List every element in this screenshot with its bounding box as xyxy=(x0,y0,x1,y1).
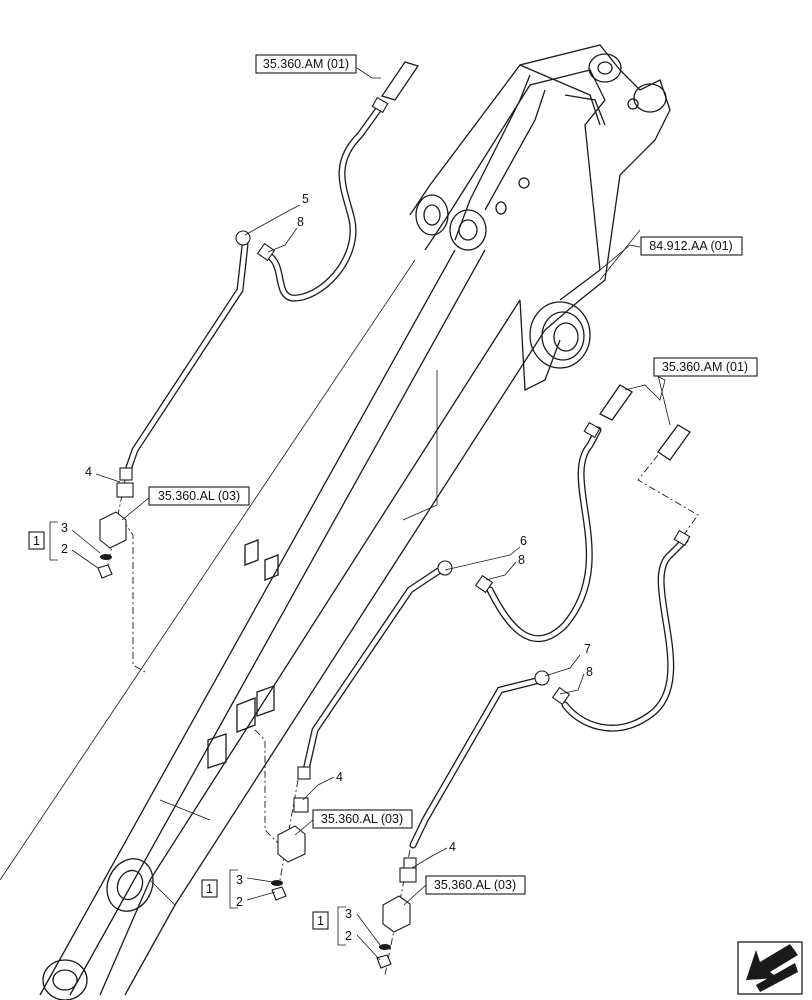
svg-text:1: 1 xyxy=(206,882,213,896)
callout-4: 4 xyxy=(449,840,456,854)
callout-4: 4 xyxy=(85,465,92,479)
svg-text:1: 1 xyxy=(317,914,324,928)
boom-structure xyxy=(0,44,671,1000)
callout-7: 7 xyxy=(584,642,591,656)
callout-3: 3 xyxy=(236,873,243,887)
ref-am-right-label: 35.360.AM (01) xyxy=(662,360,748,374)
ref-al-left-label: 35.360.AL (03) xyxy=(158,489,240,503)
fittings xyxy=(97,61,691,969)
ref-al-right[interactable]: 35.360.AL (03) xyxy=(425,875,526,895)
ref-al-mid-label: 35.360.AL (03) xyxy=(321,812,403,826)
callout-3: 3 xyxy=(61,521,68,535)
ref-am-right[interactable]: 35.360.AM (01) xyxy=(653,357,758,377)
ref-al-right-label: 35.360.AL (03) xyxy=(434,878,516,892)
callout-8: 8 xyxy=(297,215,304,229)
arrow-navigation-icon[interactable] xyxy=(737,941,803,995)
callout-3: 3 xyxy=(345,907,352,921)
svg-text:1: 1 xyxy=(33,534,40,548)
callout-2: 2 xyxy=(345,929,352,943)
callout-1-box: 1 xyxy=(201,879,218,898)
callout-8: 8 xyxy=(518,553,525,567)
ref-am-top-label: 35.360.AM (01) xyxy=(263,57,349,71)
ref-aa-label: 84.912.AA (01) xyxy=(649,239,732,253)
callouts: 5 8 4 3 2 6 8 7 8 4 3 2 4 3 2 xyxy=(61,192,593,943)
callout-5: 5 xyxy=(302,192,309,206)
callout-1-box: 1 xyxy=(28,531,45,550)
callout-1-box: 1 xyxy=(312,911,329,930)
callout-2: 2 xyxy=(61,542,68,556)
hoses xyxy=(124,106,689,849)
callout-6: 6 xyxy=(520,534,527,548)
callout-2: 2 xyxy=(236,895,243,909)
ref-al-mid[interactable]: 35.360.AL (03) xyxy=(312,809,413,829)
ref-aa[interactable]: 84.912.AA (01) xyxy=(640,236,743,256)
callout-4: 4 xyxy=(336,770,343,784)
leader-lines xyxy=(49,67,671,961)
callout-8: 8 xyxy=(586,665,593,679)
ref-al-left[interactable]: 35.360.AL (03) xyxy=(148,486,250,506)
ref-am-top[interactable]: 35.360.AM (01) xyxy=(255,54,357,74)
